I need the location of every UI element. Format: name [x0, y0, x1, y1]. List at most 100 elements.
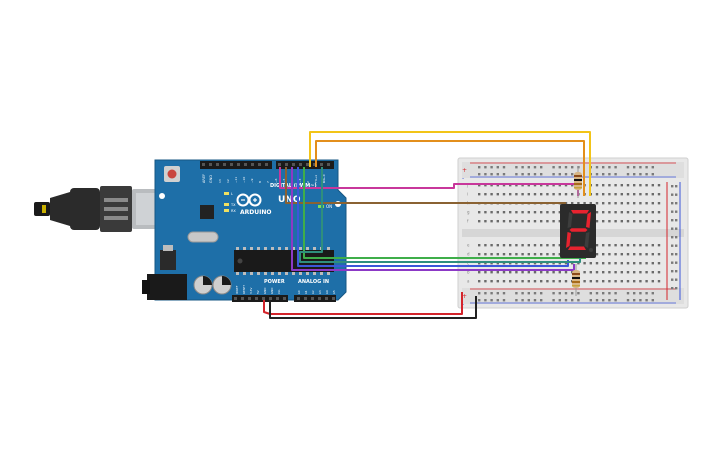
terminal-hole[interactable] [515, 253, 518, 256]
terminal-hole[interactable] [533, 271, 537, 274]
rail-hole[interactable] [614, 173, 617, 176]
terminal-hole[interactable] [645, 271, 648, 274]
terminal-hole[interactable] [614, 280, 617, 283]
rail-hole[interactable] [675, 227, 678, 230]
rail-hole[interactable] [527, 292, 530, 295]
terminal-hole[interactable] [633, 193, 636, 196]
rail-hole[interactable] [675, 253, 678, 256]
rail-hole[interactable] [608, 299, 611, 302]
terminal-hole[interactable] [515, 244, 518, 247]
header-pin[interactable] [327, 163, 330, 166]
rail-hole[interactable] [540, 166, 543, 169]
terminal-hole[interactable] [639, 202, 642, 205]
terminal-hole[interactable] [490, 184, 493, 187]
terminal-hole[interactable] [620, 253, 623, 256]
terminal-hole[interactable] [558, 184, 561, 187]
terminal-hole[interactable] [496, 253, 499, 256]
header-pin[interactable] [251, 163, 254, 166]
terminal-hole[interactable] [620, 184, 623, 187]
rail-hole[interactable] [671, 185, 674, 188]
terminal-hole[interactable] [552, 280, 555, 283]
terminal-hole[interactable] [533, 244, 537, 247]
terminal-hole[interactable] [602, 220, 605, 223]
terminal-hole[interactable] [651, 184, 654, 187]
terminal-hole[interactable] [614, 184, 617, 187]
terminal-hole[interactable] [515, 193, 518, 196]
rail-hole[interactable] [651, 292, 654, 295]
terminal-hole[interactable] [614, 202, 617, 205]
rail-hole[interactable] [527, 166, 530, 169]
terminal-hole[interactable] [564, 262, 568, 265]
rail-hole[interactable] [675, 270, 678, 273]
terminal-hole[interactable] [645, 280, 648, 283]
terminal-hole[interactable] [583, 262, 586, 265]
terminal-hole[interactable] [626, 253, 630, 256]
terminal-hole[interactable] [533, 253, 537, 256]
terminal-hole[interactable] [620, 271, 623, 274]
rail-hole[interactable] [533, 173, 537, 176]
terminal-hole[interactable] [552, 244, 555, 247]
terminal-hole[interactable] [533, 280, 537, 283]
terminal-hole[interactable] [558, 262, 561, 265]
rail-hole[interactable] [527, 173, 530, 176]
rail-hole[interactable] [602, 173, 605, 176]
terminal-hole[interactable] [657, 244, 661, 247]
terminal-hole[interactable] [521, 211, 524, 214]
terminal-hole[interactable] [645, 202, 648, 205]
terminal-hole[interactable] [614, 271, 617, 274]
terminal-hole[interactable] [515, 211, 518, 214]
terminal-hole[interactable] [527, 244, 530, 247]
wire-black-gnd[interactable] [269, 296, 477, 319]
terminal-hole[interactable] [645, 262, 648, 265]
rail-hole[interactable] [675, 219, 678, 222]
rail-hole[interactable] [552, 292, 555, 295]
terminal-hole[interactable] [620, 193, 623, 196]
terminal-hole[interactable] [502, 184, 506, 187]
terminal-hole[interactable] [657, 271, 661, 274]
terminal-hole[interactable] [602, 253, 605, 256]
rail-hole[interactable] [633, 299, 636, 302]
header-pin[interactable] [265, 163, 268, 166]
terminal-hole[interactable] [639, 220, 642, 223]
rail-hole[interactable] [645, 173, 648, 176]
rail-hole[interactable] [675, 261, 678, 264]
wire-yellow[interactable] [309, 131, 591, 196]
terminal-hole[interactable] [633, 220, 636, 223]
terminal-hole[interactable] [552, 253, 555, 256]
terminal-hole[interactable] [552, 220, 555, 223]
rail-hole[interactable] [558, 166, 561, 169]
terminal-hole[interactable] [521, 193, 524, 196]
terminal-hole[interactable] [657, 184, 661, 187]
rail-hole[interactable] [589, 292, 592, 295]
terminal-hole[interactable] [515, 280, 518, 283]
terminal-hole[interactable] [521, 244, 524, 247]
terminal-hole[interactable] [571, 202, 574, 205]
terminal-hole[interactable] [639, 244, 642, 247]
terminal-hole[interactable] [527, 253, 530, 256]
rail-hole[interactable] [675, 278, 678, 281]
rail-hole[interactable] [515, 173, 518, 176]
terminal-hole[interactable] [496, 244, 499, 247]
terminal-hole[interactable] [502, 211, 506, 214]
rail-hole[interactable] [675, 244, 678, 247]
rail-hole[interactable] [595, 166, 599, 169]
terminal-hole[interactable] [484, 280, 487, 283]
terminal-hole[interactable] [540, 184, 543, 187]
terminal-hole[interactable] [595, 271, 599, 274]
terminal-hole[interactable] [633, 280, 636, 283]
terminal-hole[interactable] [478, 253, 481, 256]
terminal-hole[interactable] [484, 184, 487, 187]
terminal-hole[interactable] [639, 253, 642, 256]
terminal-hole[interactable] [558, 220, 561, 223]
terminal-hole[interactable] [571, 184, 574, 187]
terminal-hole[interactable] [509, 220, 512, 223]
terminal-hole[interactable] [502, 280, 506, 283]
terminal-hole[interactable] [478, 220, 481, 223]
terminal-hole[interactable] [620, 220, 623, 223]
terminal-hole[interactable] [589, 202, 592, 205]
terminal-hole[interactable] [509, 211, 512, 214]
rail-hole[interactable] [515, 299, 518, 302]
rail-hole[interactable] [675, 236, 678, 239]
rail-hole[interactable] [671, 219, 674, 222]
